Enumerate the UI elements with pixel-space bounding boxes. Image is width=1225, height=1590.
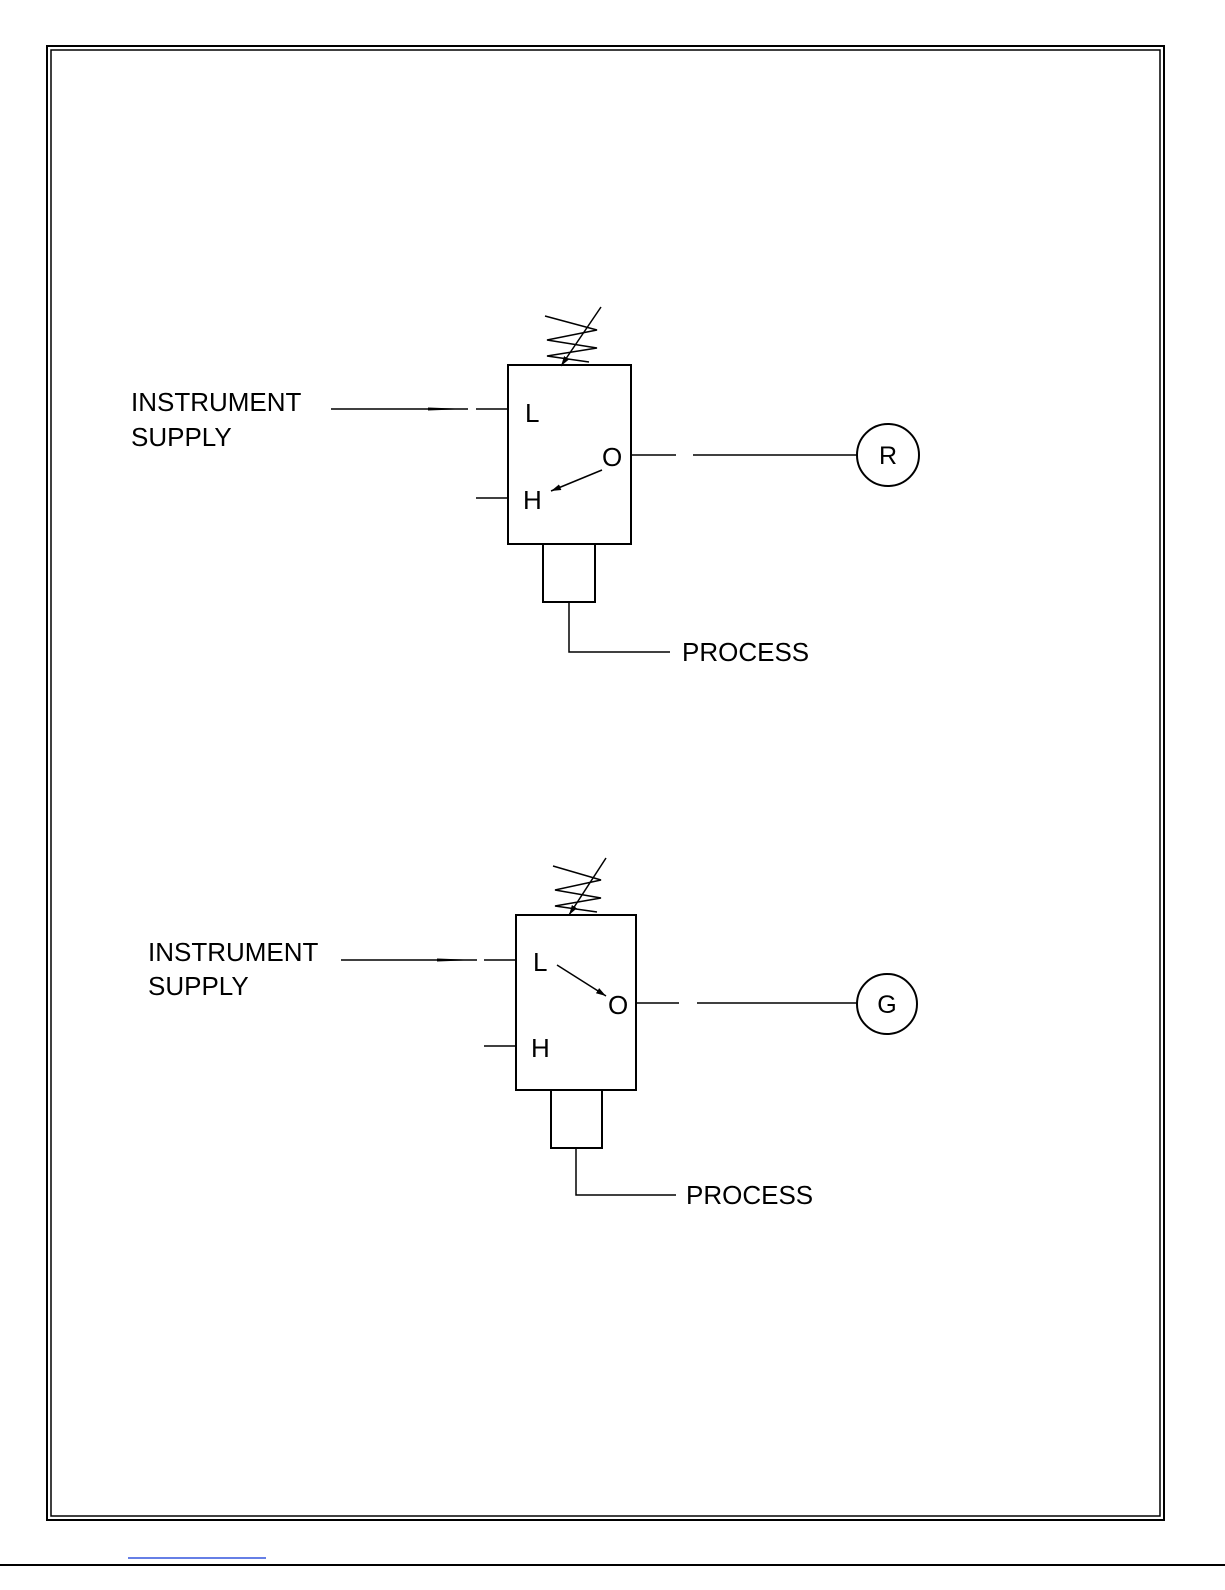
process-label: PROCESS: [686, 1180, 813, 1210]
sensing-element: [543, 544, 595, 602]
page-frame-outer: [47, 46, 1164, 1520]
switch-contact-arrow: [551, 470, 602, 491]
process-line: [569, 602, 670, 652]
supply-label-line1: INSTRUMENT: [148, 937, 319, 967]
page-frame-inner: [51, 50, 1160, 1516]
port-high-label: H: [531, 1033, 550, 1063]
port-high-label: H: [523, 485, 542, 515]
port-output-label: O: [602, 442, 622, 472]
port-output-label: O: [608, 990, 628, 1020]
supply-label-line2: SUPPLY: [131, 422, 232, 452]
port-low-label: L: [525, 398, 539, 428]
indicator-lamp-letter: R: [879, 442, 897, 470]
process-line: [576, 1148, 676, 1195]
pressure-switch-diagram-bottom: INSTRUMENT SUPPLY L H O PROCESS G: [148, 858, 917, 1210]
supply-label-line1: INSTRUMENT: [131, 387, 302, 417]
sensing-element: [551, 1090, 602, 1148]
process-label: PROCESS: [682, 637, 809, 667]
switch-contact-arrow: [557, 965, 606, 996]
spring-adjust-zigzag: [545, 316, 597, 362]
port-low-label: L: [533, 947, 547, 977]
supply-label-line2: SUPPLY: [148, 971, 249, 1001]
pressure-switch-diagram-top: INSTRUMENT SUPPLY L H O PROCESS R: [131, 307, 919, 667]
indicator-lamp-letter: G: [877, 991, 896, 1019]
spring-adjust-zigzag: [553, 866, 601, 912]
